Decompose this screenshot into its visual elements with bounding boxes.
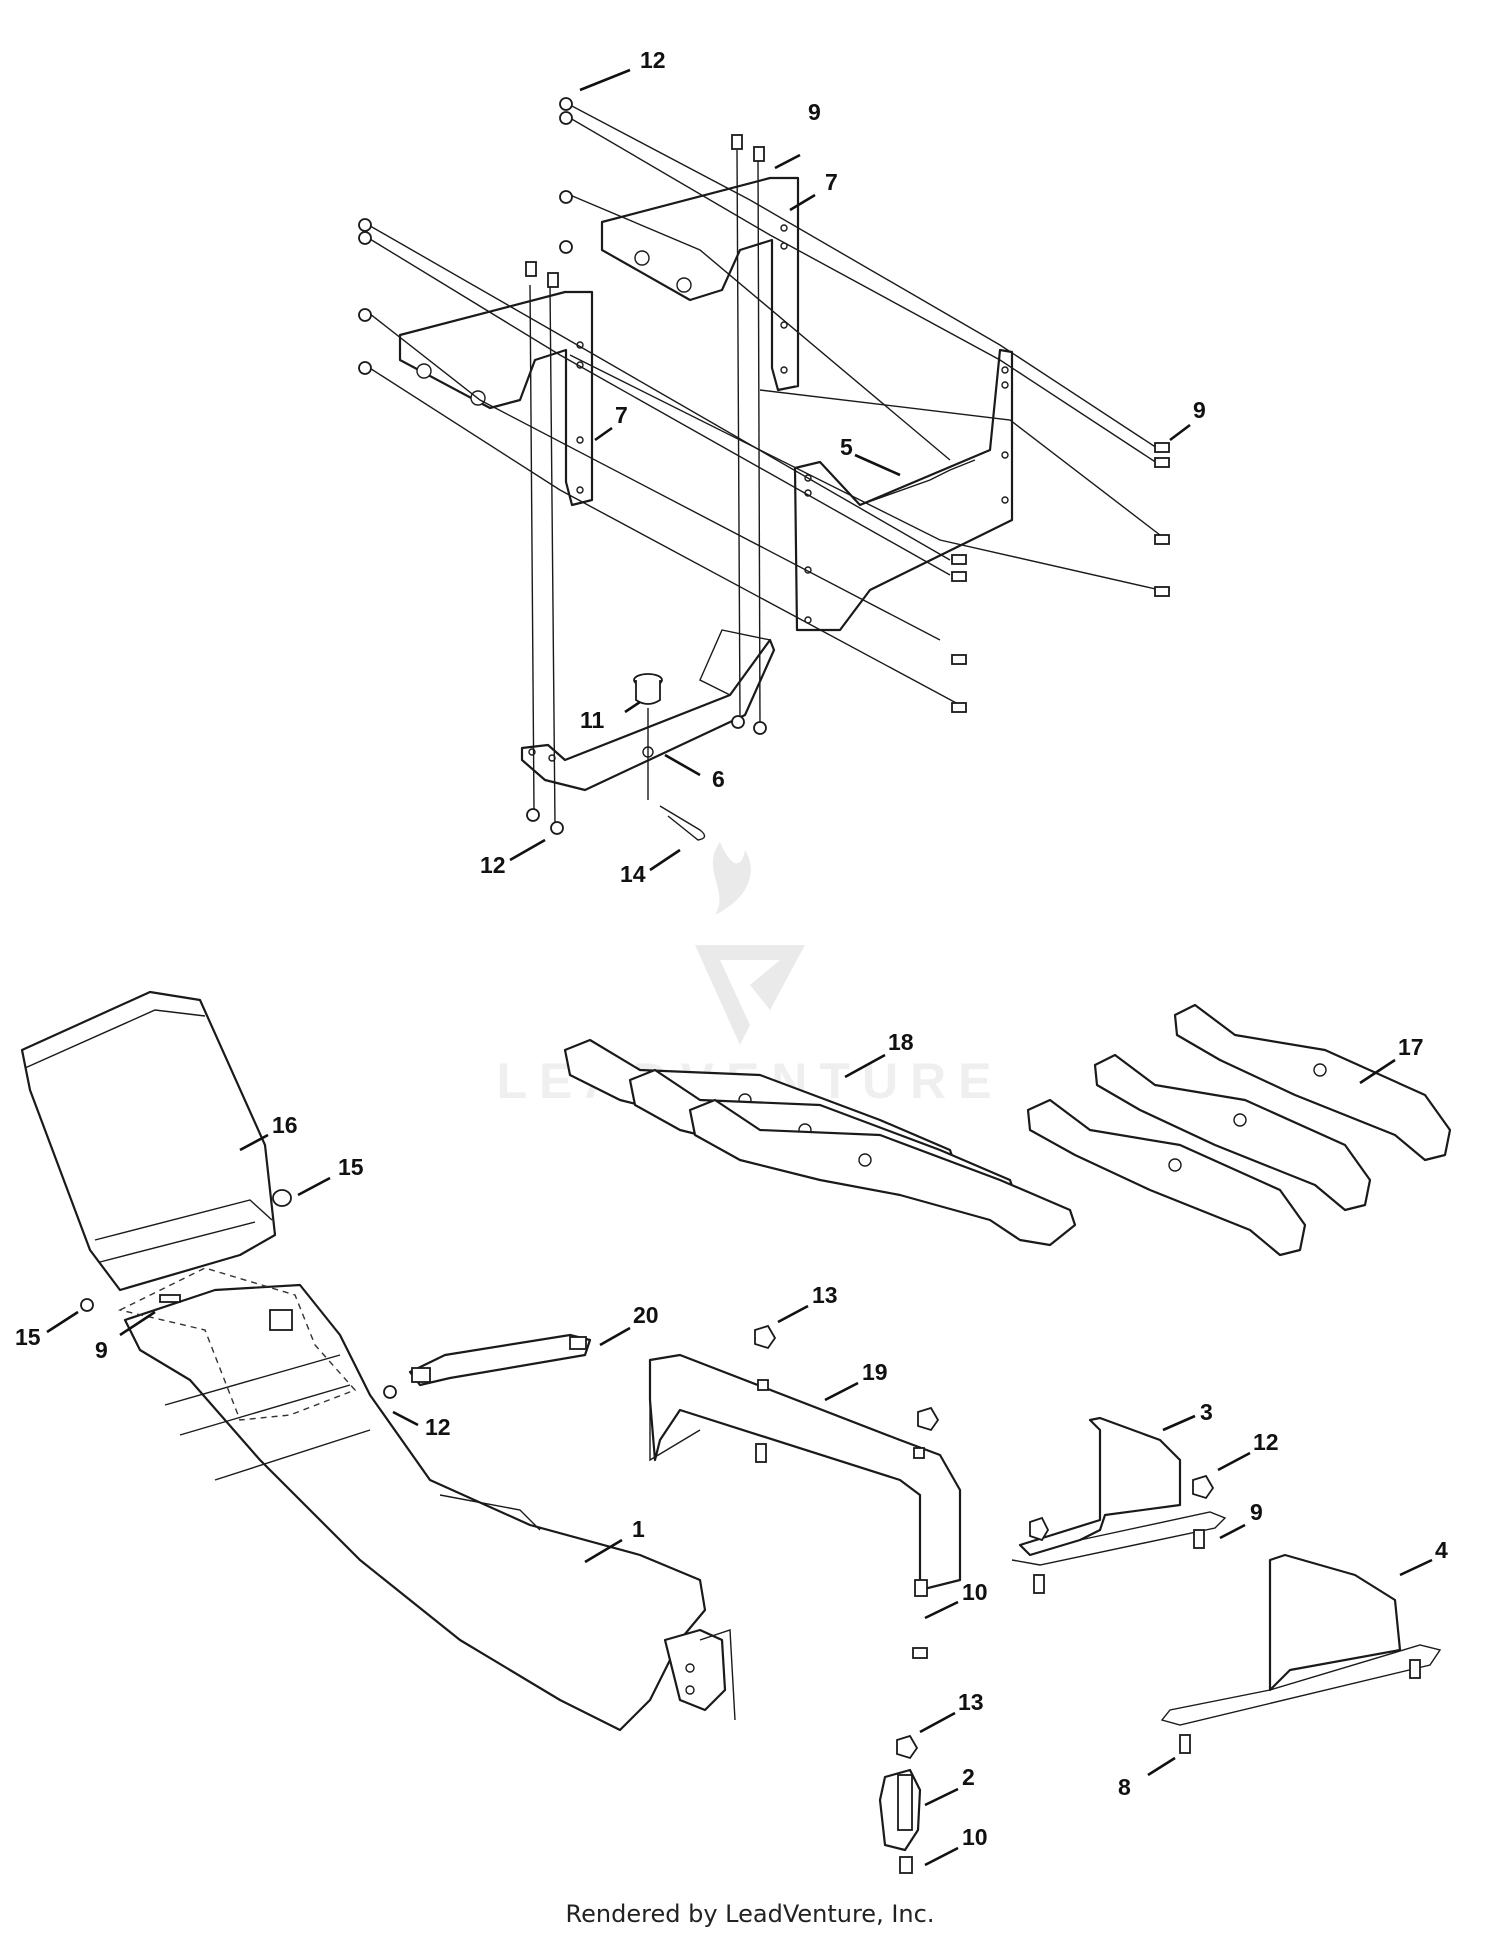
callout-13: 13 [958, 1689, 984, 1715]
latch-2 [878, 1768, 922, 1852]
callout-19: 19 [862, 1359, 888, 1385]
deflector-19 [648, 1353, 962, 1592]
callout-labels: 12 9 7 7 9 5 11 6 12 14 18 17 16 15 15 9… [15, 47, 1448, 1850]
bracket-7-rear [600, 176, 800, 392]
blade-set-17 [1026, 1003, 1452, 1257]
callout-9: 9 [1193, 397, 1206, 423]
callout-7: 7 [615, 402, 628, 428]
callout-6: 6 [712, 766, 725, 792]
callout-7: 7 [825, 169, 838, 195]
callout-9: 9 [1250, 1499, 1263, 1525]
callout-12: 12 [640, 47, 666, 73]
bracket-5 [793, 348, 1014, 632]
callout-10: 10 [962, 1579, 988, 1605]
callout-9: 9 [808, 99, 821, 125]
hairpin-14 [659, 805, 706, 841]
callout-11: 11 [580, 707, 605, 733]
callout-12: 12 [425, 1414, 451, 1440]
callout-12: 12 [480, 852, 506, 878]
callout-1: 1 [632, 1516, 645, 1542]
callout-leaders [46, 68, 1433, 1867]
callout-18: 18 [888, 1029, 914, 1055]
chute-16 [20, 990, 277, 1292]
callout-17: 17 [1398, 1034, 1424, 1060]
callout-12: 12 [1253, 1429, 1279, 1455]
blade-set-18 [563, 1038, 1077, 1247]
callout-3: 3 [1200, 1399, 1213, 1425]
bracket-7-front [398, 290, 594, 507]
callout-13: 13 [812, 1282, 838, 1308]
callout-5: 5 [840, 434, 853, 460]
callout-15: 15 [15, 1324, 41, 1350]
elbow-1 [123, 1283, 736, 1732]
callout-15: 15 [338, 1154, 364, 1180]
callout-9: 9 [95, 1337, 108, 1363]
strap-20 [408, 1333, 592, 1387]
dashed-overlay [117, 1267, 357, 1421]
callout-10: 10 [962, 1824, 988, 1850]
hardware-lower [80, 1189, 1421, 1874]
callout-8: 8 [1118, 1774, 1131, 1800]
assembly-lines [364, 104, 1161, 826]
callout-2: 2 [962, 1764, 975, 1790]
bracket-3 [1011, 1416, 1227, 1566]
pin-11 [633, 673, 663, 705]
callout-4: 4 [1435, 1537, 1448, 1563]
bracket-4 [1160, 1553, 1442, 1726]
hardware-upper [358, 97, 1170, 835]
footer-credit: Rendered by LeadVenture, Inc. [565, 1900, 935, 1928]
callout-16: 16 [272, 1112, 298, 1138]
callout-14: 14 [620, 861, 646, 887]
callout-20: 20 [633, 1302, 659, 1328]
